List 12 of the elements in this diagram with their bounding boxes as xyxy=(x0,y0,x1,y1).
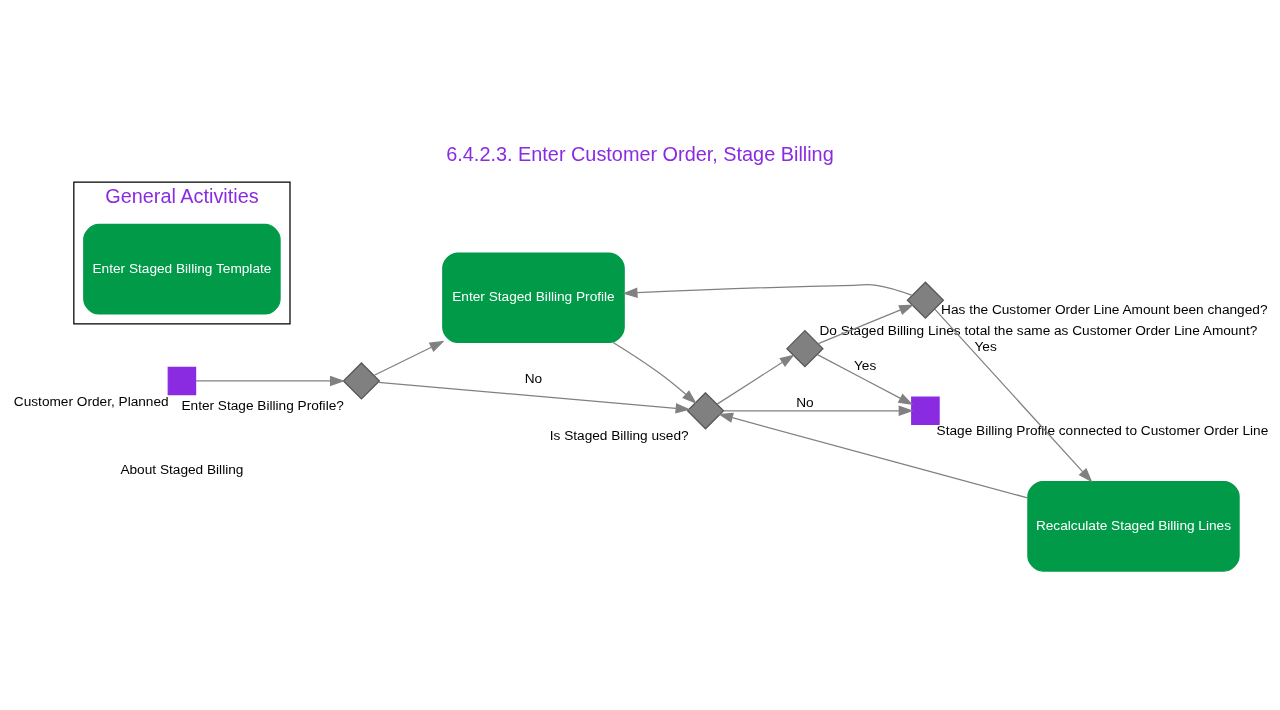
diagram-title: 6.4.2.3. Enter Customer Order, Stage Billing xyxy=(446,142,834,165)
edge-label: No xyxy=(796,394,814,410)
edge-label: Yes xyxy=(974,338,997,354)
edge-label: No xyxy=(524,370,543,386)
edge-label: Yes xyxy=(854,357,877,373)
node-label: Customer Order, Planned xyxy=(13,393,169,409)
node-text: About Staged Billing xyxy=(120,461,244,477)
node-label: Is Staged Billing used? xyxy=(549,427,689,443)
node-label: Do Staged Billing Lines total the same as Customer Order Line Amount? xyxy=(819,322,1258,338)
node-label: Stage Billing Profile connected to Customer Order Line xyxy=(936,422,1269,438)
node-label: Has the Customer Order Line Amount been changed? xyxy=(941,301,1268,317)
node-label: Enter Stage Billing Profile? xyxy=(181,397,344,413)
